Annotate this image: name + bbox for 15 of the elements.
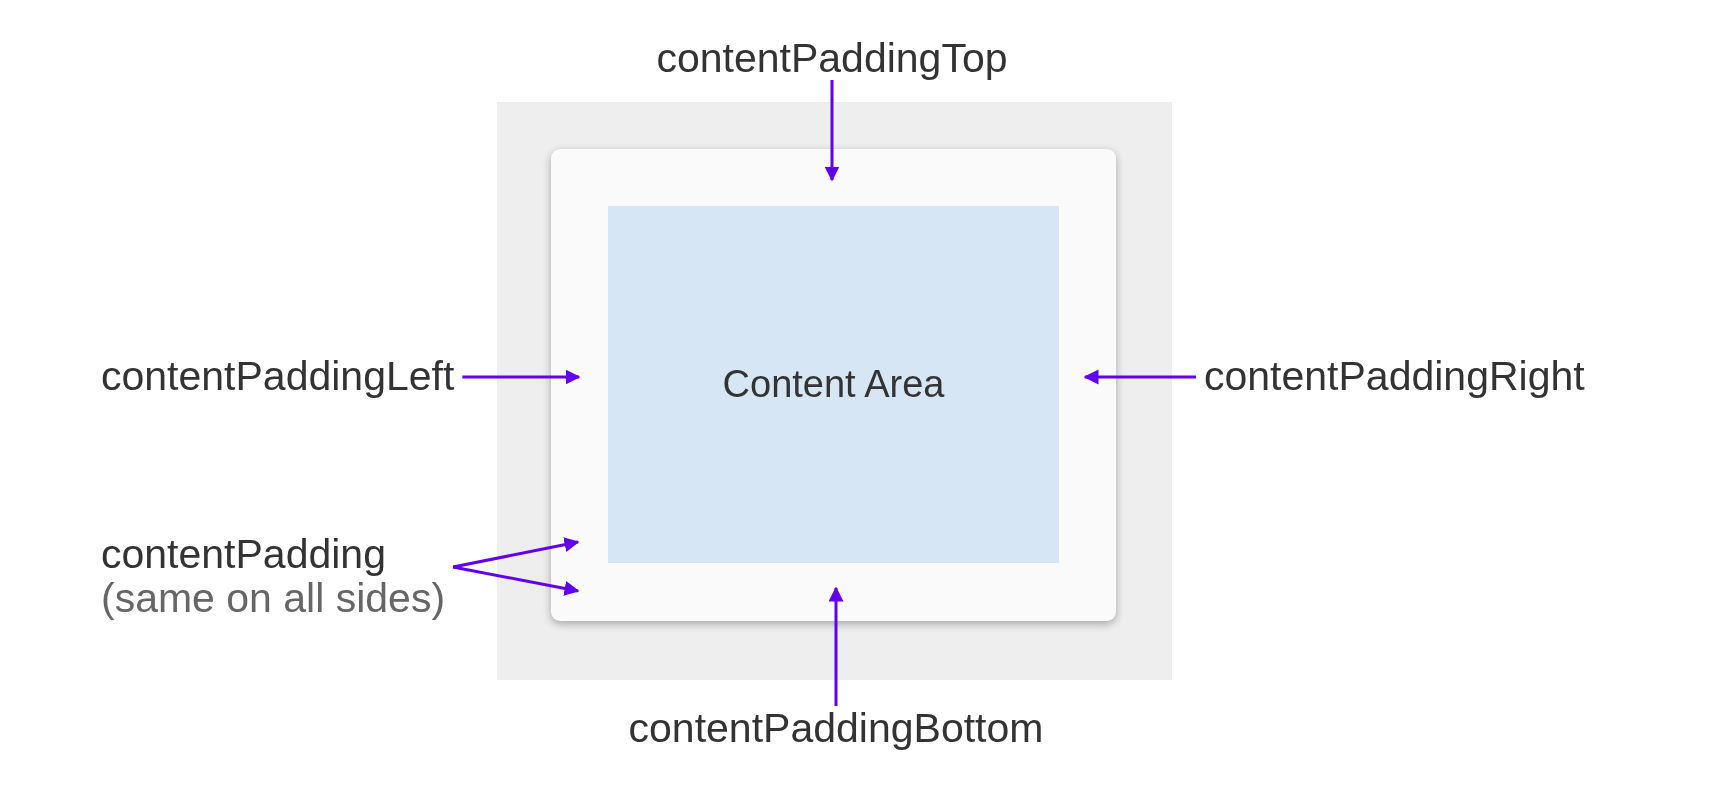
arrow <box>824 80 840 182</box>
padding-label: contentPaddingBottom <box>620 706 1052 750</box>
padding-label: contentPaddingRight <box>1196 354 1593 398</box>
arrow <box>452 565 580 596</box>
arrow <box>462 369 581 385</box>
card <box>551 149 1116 621</box>
background-panel <box>497 102 1172 680</box>
arrow <box>1083 369 1196 385</box>
padding-note: (same on all sides) <box>101 576 446 620</box>
arrow <box>828 586 844 706</box>
arrow <box>452 537 580 569</box>
padding-label: contentPadding <box>101 532 386 576</box>
content-area: Content Area <box>608 206 1059 563</box>
padding-label: contentPaddingTop <box>648 36 1016 80</box>
padding-label: contentPaddingLeft <box>93 354 463 398</box>
